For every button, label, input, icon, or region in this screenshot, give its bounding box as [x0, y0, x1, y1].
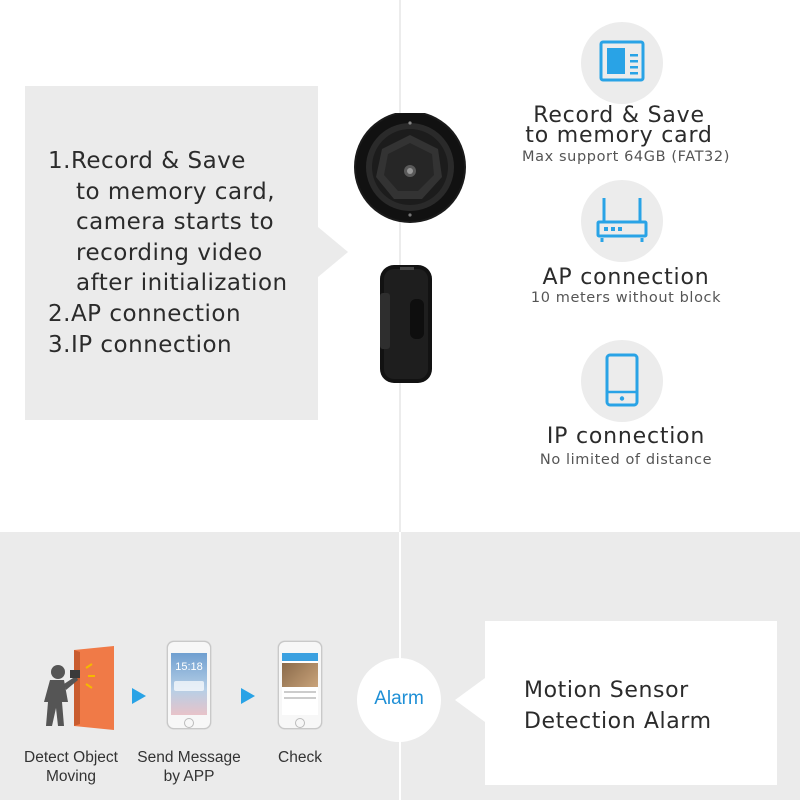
app-screen [282, 653, 318, 715]
memory-card-icon [599, 40, 645, 82]
person-at-door-icon [44, 646, 114, 730]
phone-notification-image: 15:18 [167, 641, 211, 729]
feature-record-subtitle: Max support 64GB (FAT32) [522, 149, 730, 165]
step-send-label-line1: Send Message [137, 749, 241, 766]
step-send-label-line2: by APP [163, 768, 215, 785]
step-check-label-line1: Check [278, 749, 322, 766]
app-row [284, 691, 316, 693]
app-header [282, 653, 318, 661]
home-button [295, 718, 305, 728]
step-send-label: Send Message by APP [129, 748, 249, 786]
motion-alarm-message-box [485, 621, 777, 785]
flow-arrow-2 [241, 688, 255, 704]
camera-product-image [354, 113, 466, 383]
alarm-badge [357, 658, 441, 742]
feature-record-title: Record & Save to memory card [469, 103, 769, 148]
step-check-label: Check [240, 748, 360, 767]
feature-ip-subtitle: No limited of distance [539, 452, 713, 468]
smartphone-icon [605, 353, 639, 407]
message-line-1: Motion Sensor [524, 678, 689, 703]
step-detect-label-line1: Detect Object [24, 749, 118, 766]
notification-banner [174, 681, 204, 691]
app-row [284, 697, 316, 699]
message-line-2: Detection Alarm [524, 708, 712, 734]
summary-line-6: 2.AP connection [48, 300, 242, 327]
motion-alarm-message: Motion Sensor Detection Alarm [524, 676, 712, 737]
summary-line-2: to memory card, [76, 178, 276, 205]
summary-line-7: 3.IP connection [48, 331, 233, 358]
step-detect-label: Detect Object Moving [11, 748, 131, 786]
feature-ap-subtitle: 10 meters without block [530, 290, 722, 306]
flow-arrow-1 [132, 688, 146, 704]
phone-screen: 15:18 [171, 653, 207, 715]
phone-clock: 15:18 [175, 661, 203, 673]
home-button [184, 718, 194, 728]
feature-summary-callout [25, 86, 318, 420]
camera-feed [282, 663, 318, 687]
feature-ip-title: IP connection [546, 424, 706, 449]
feature-record-title-line2: to memory card [525, 123, 713, 148]
feature-summary-text: 1.Record & Save to memory card, camera s… [48, 146, 288, 360]
summary-line-1: 1.Record & Save [48, 148, 246, 174]
alarm-label: Alarm [374, 688, 424, 709]
summary-line-4: recording video [76, 239, 263, 266]
phone-app-image [278, 641, 322, 729]
callout-pointer [318, 227, 348, 277]
step-detect-label-line2: Moving [46, 768, 96, 785]
feature-ap-title: AP connection [542, 265, 710, 290]
feature-record-title-line1: Record & Save [533, 103, 705, 128]
message-pointer [455, 678, 485, 722]
summary-line-3: camera starts to [76, 209, 275, 236]
router-icon [596, 198, 648, 242]
summary-line-5: after initialization [76, 270, 288, 297]
